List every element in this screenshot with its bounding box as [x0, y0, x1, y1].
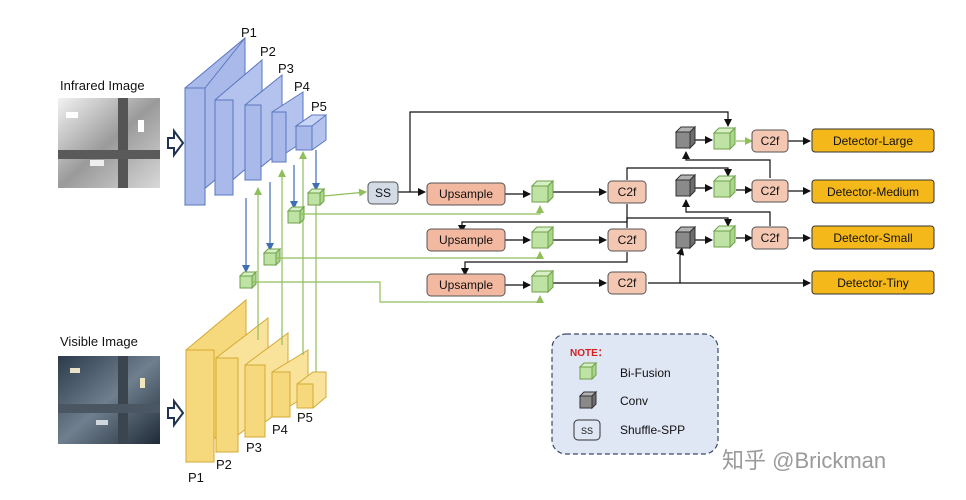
c2f-neck-label-3: C2f: [618, 276, 637, 290]
infrared-image-title: Infrared Image: [60, 78, 145, 93]
conv-cube-medium: [674, 173, 697, 198]
visible-image: [58, 356, 185, 444]
infrared-pyramid: [184, 36, 328, 207]
visible-p1-label: P1: [188, 470, 204, 485]
legend-bifusion-label: Bi-Fusion: [620, 366, 671, 380]
c2f-head-medium: C2f: [751, 179, 789, 203]
c2f-head-small: C2f: [751, 226, 789, 250]
detector-large-label: Detector-Large: [833, 134, 913, 148]
detector-small-label: Detector-Small: [833, 231, 912, 245]
ss-block-label: SS: [375, 186, 391, 200]
upsample-block-2: Upsample: [426, 228, 506, 252]
infrared-p4-label: P4: [294, 79, 310, 94]
shuffle-spp-block: SS: [367, 181, 399, 205]
legend-shuffle-spp-label: Shuffle-SPP: [620, 423, 685, 437]
infrared-input-arrow-icon: [167, 128, 185, 158]
c2f-head-large: C2f: [751, 129, 789, 153]
detector-tiny-label: Detector-Tiny: [837, 276, 909, 290]
conv-cube-small: [674, 225, 697, 250]
conv-cube-large: [674, 125, 697, 150]
upsample-label-3: Upsample: [439, 278, 493, 292]
visible-p5-label: P5: [297, 410, 313, 425]
c2f-neck-label-2: C2f: [618, 233, 637, 247]
watermark: 知乎 @Brickman: [722, 448, 886, 473]
upsample-block-3: Upsample: [426, 273, 506, 297]
legend-title: NOTE：: [570, 348, 608, 359]
detector-large: Detector-Large: [811, 128, 935, 153]
detector-medium: Detector-Medium: [811, 179, 935, 204]
legend-box: NOTE： Bi-Fusion Conv SS Shuffle-SPP: [551, 333, 719, 455]
bifusion-cube-neck-1: [530, 179, 555, 204]
legend-conv-icon: [578, 390, 598, 410]
c2f-neck-label-1: C2f: [618, 185, 637, 199]
neck-lines: [252, 111, 811, 303]
c2f-neck-3: C2f: [607, 271, 647, 295]
upsample-label-1: Upsample: [439, 187, 493, 201]
visible-p4-label: P4: [272, 422, 288, 437]
detector-tiny: Detector-Tiny: [811, 270, 935, 295]
visible-pyramid: [185, 298, 327, 464]
legend-ss-icon: [573, 419, 601, 441]
bifusion-cube-p5: [306, 187, 326, 207]
detector-small: Detector-Small: [811, 225, 935, 250]
c2f-neck-2: C2f: [607, 228, 647, 252]
c2f-head-label-large: C2f: [761, 134, 780, 148]
bifusion-cube-neck-3: [530, 269, 555, 294]
upsample-block-1: Upsample: [426, 182, 506, 206]
visible-p3-label: P3: [246, 440, 262, 455]
bifusion-cube-head-small: [712, 224, 737, 249]
visible-p2-label: P2: [216, 457, 232, 472]
c2f-head-label-small: C2f: [761, 231, 780, 245]
infrared-p1-label: P1: [241, 25, 257, 40]
c2f-head-label-medium: C2f: [761, 184, 780, 198]
legend-ss-icon-label: SS: [581, 426, 593, 436]
bifusion-cube-head-large: [712, 126, 737, 151]
infrared-p3-label: P3: [278, 61, 294, 76]
bifusion-cube-neck-2: [530, 225, 555, 250]
bifusion-cube-p2: [238, 270, 258, 290]
visible-input-arrow-icon: [167, 398, 185, 428]
infrared-p5-label: P5: [311, 99, 327, 114]
visible-image-title: Visible Image: [60, 334, 138, 349]
c2f-neck-1: C2f: [607, 180, 647, 204]
upsample-label-2: Upsample: [439, 233, 493, 247]
bifusion-cube-p4: [286, 205, 306, 225]
bifusion-cube-head-medium: [712, 174, 737, 199]
legend-conv-label: Conv: [620, 394, 648, 408]
infrared-image: [58, 98, 185, 188]
infrared-p2-label: P2: [260, 44, 276, 59]
detector-medium-label: Detector-Medium: [827, 185, 919, 199]
legend-bifusion-icon: [578, 361, 598, 381]
bifusion-cube-p3: [262, 247, 282, 267]
